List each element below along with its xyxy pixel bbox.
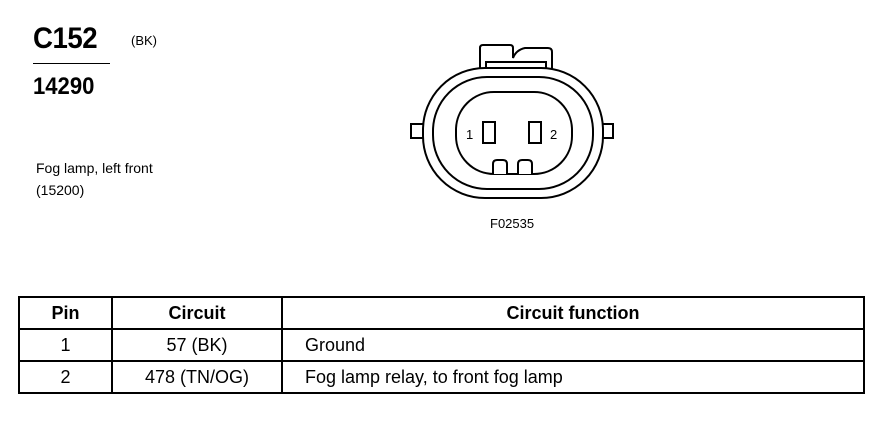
- header-circuit: Circuit: [111, 296, 283, 330]
- pinout-table: Pin Circuit Circuit function 1 57 (BK) G…: [18, 296, 865, 394]
- table-row: 1 57 (BK) Ground: [18, 328, 865, 362]
- pin-1-terminal: [482, 121, 496, 144]
- pin-1-label: 1: [466, 127, 473, 142]
- header-pin: Pin: [18, 296, 113, 330]
- pin-cell: 2: [18, 360, 113, 394]
- bottom-key-right: [517, 159, 533, 174]
- header-circuit-function: Circuit function: [281, 296, 865, 330]
- connector-description-code: (15200): [36, 182, 85, 198]
- connector-description: Fog lamp, left front: [36, 160, 153, 176]
- figure-code: F02535: [490, 216, 535, 231]
- pin-2-terminal: [528, 121, 542, 144]
- pin-cell: 1: [18, 328, 113, 362]
- part-number: 14290: [33, 73, 95, 100]
- connector-latch: [479, 44, 553, 72]
- connector-color-code: (BK): [131, 33, 157, 48]
- function-cell: Fog lamp relay, to front fog lamp: [281, 360, 865, 394]
- pin-2-label: 2: [550, 127, 557, 142]
- table-header-row: Pin Circuit Circuit function: [18, 296, 865, 330]
- connector-housing-outer: [422, 67, 604, 199]
- connector-cavity: [455, 91, 573, 175]
- circuit-cell: 57 (BK): [111, 328, 283, 362]
- connector-housing-inner: [432, 76, 594, 190]
- connector-face-diagram: 1 2: [410, 44, 614, 199]
- circuit-cell: 478 (TN/OG): [111, 360, 283, 394]
- connector-id-divider: [33, 63, 110, 64]
- bottom-key-left: [492, 159, 508, 174]
- function-cell: Ground: [281, 328, 865, 362]
- table-row: 2 478 (TN/OG) Fog lamp relay, to front f…: [18, 360, 865, 394]
- connector-id: C152: [33, 22, 98, 55]
